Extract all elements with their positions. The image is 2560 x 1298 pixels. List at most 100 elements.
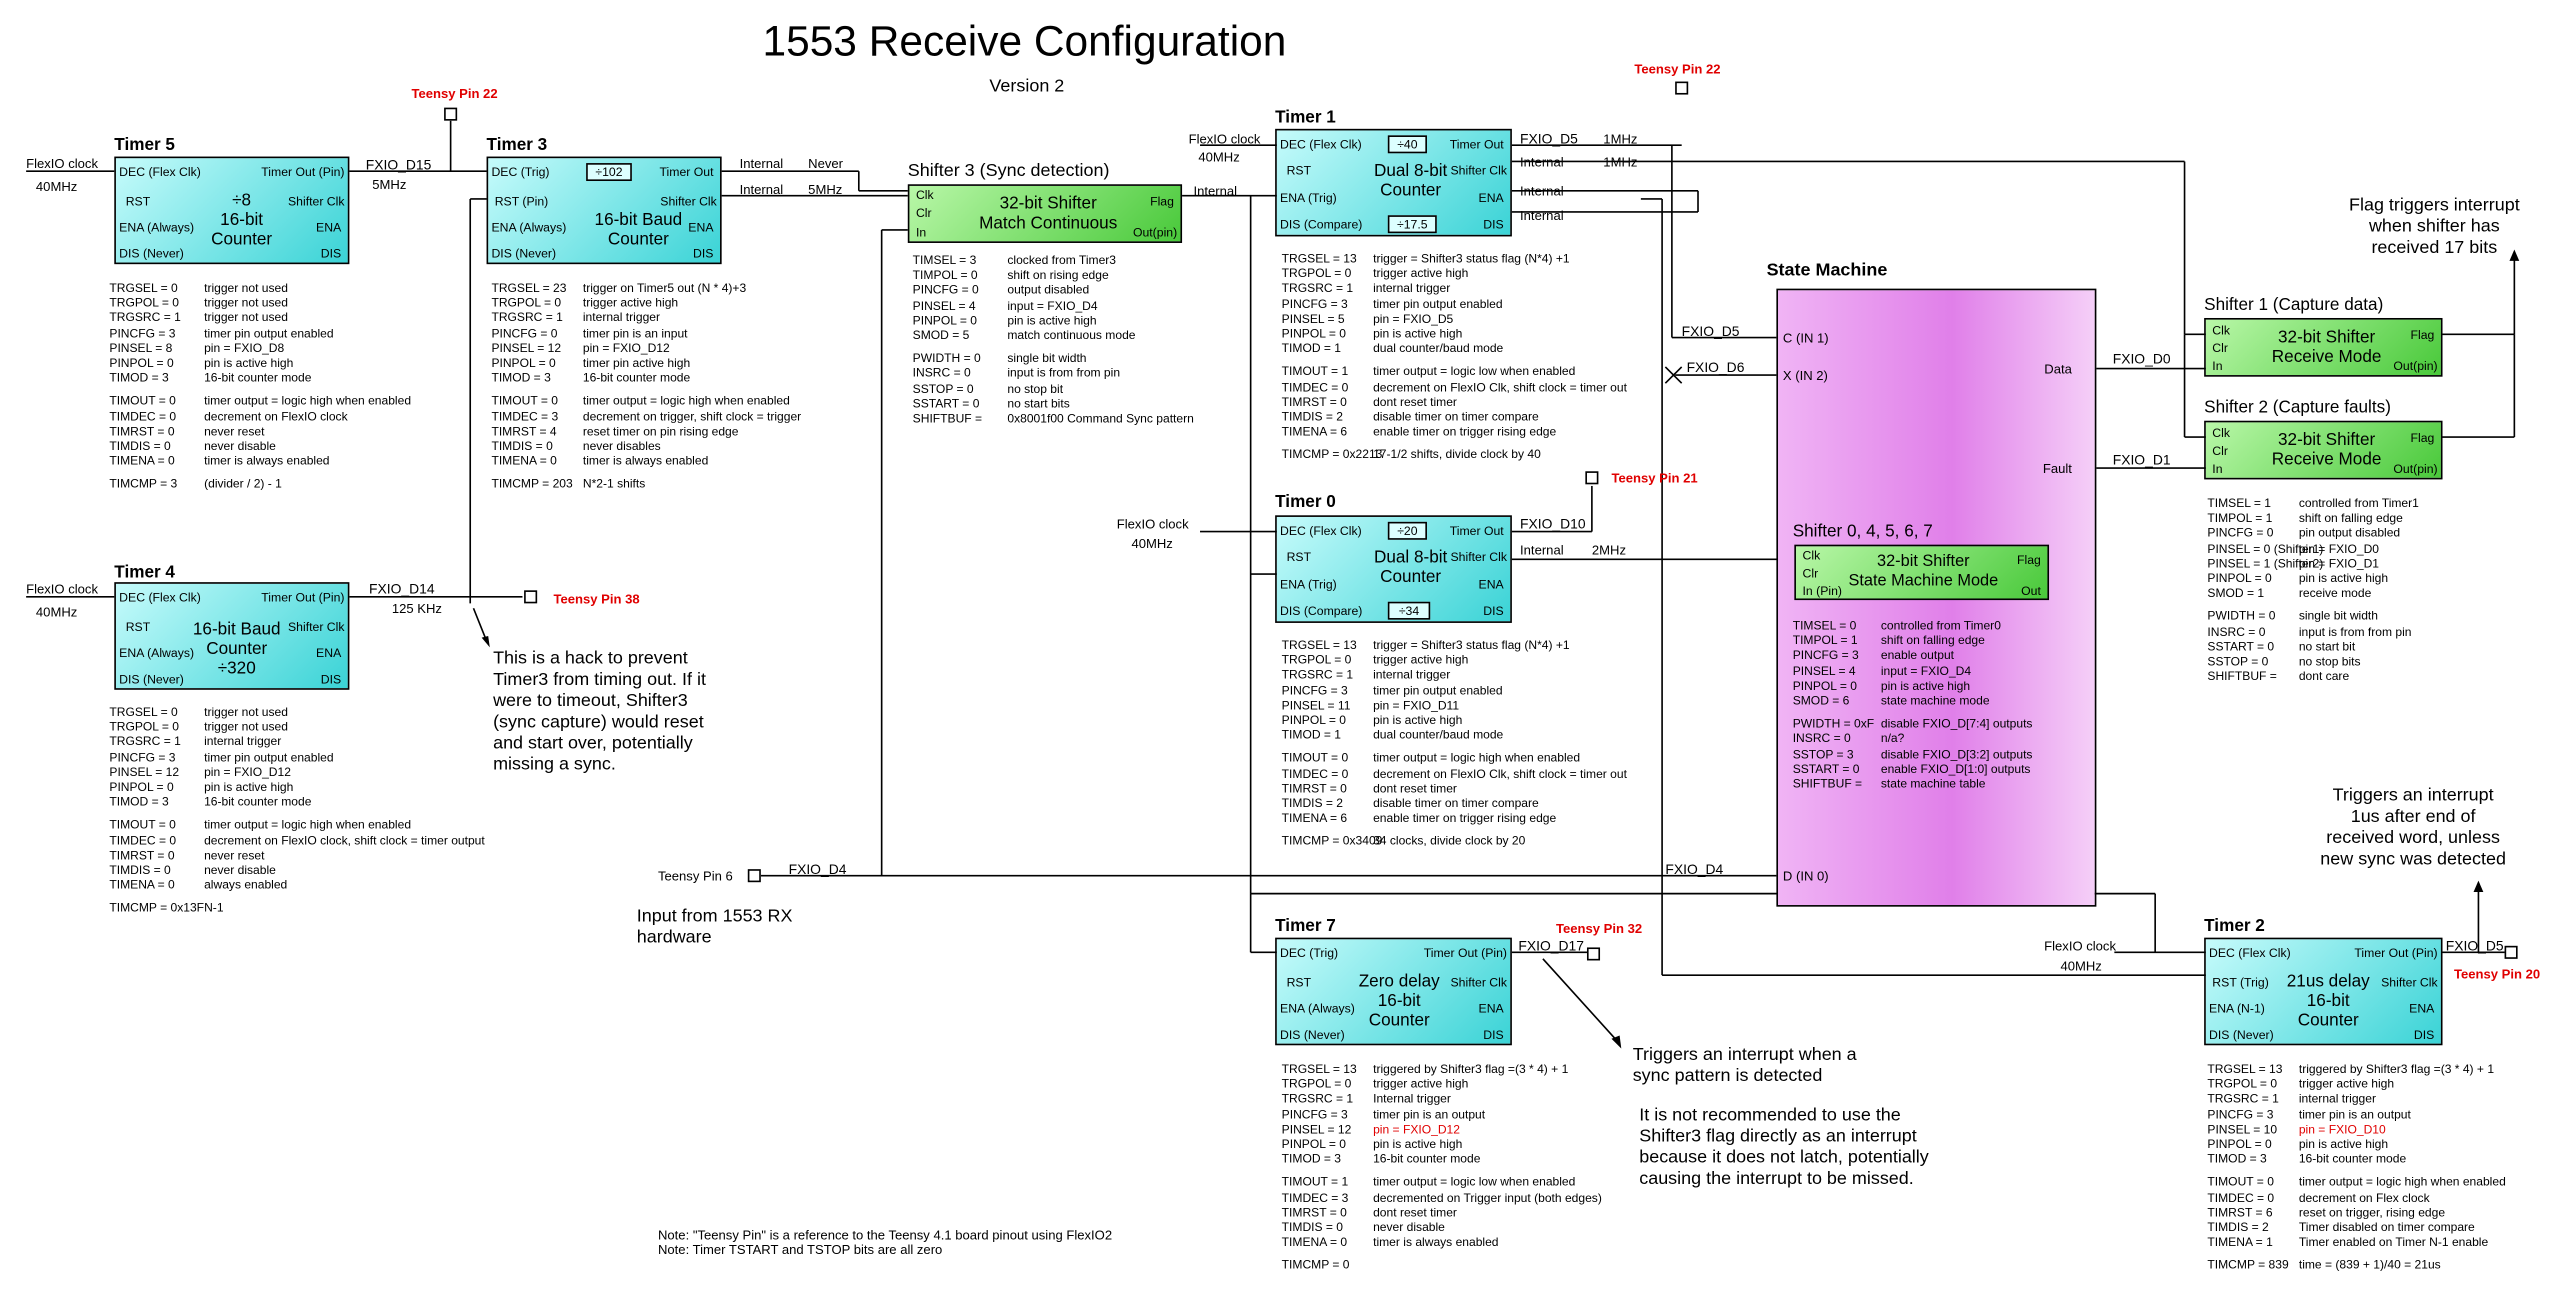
dis-pin-right: DIS — [1483, 603, 1504, 619]
register-key: PWIDTH = 0 — [912, 350, 981, 366]
register-key: TIMCMP = 0x13F — [109, 900, 205, 916]
center-line: Counter — [1380, 567, 1442, 588]
register-key: TIMENA = 0 — [109, 877, 175, 893]
register-desc: N-1 — [204, 900, 224, 916]
signal-label: FXIO_D14 — [368, 580, 435, 597]
register-key: PINSEL = 8 — [109, 340, 173, 356]
register-key: TIMCMP = 839 — [2207, 1257, 2289, 1273]
center-line: ÷8 — [232, 190, 252, 211]
dis-pin: DIS (Never) — [119, 671, 184, 687]
register-gap — [1282, 1250, 1602, 1258]
flexio-clock-label: FlexIO clock — [26, 582, 98, 597]
register-desc: triggered by Shifter3 flag =(3 * 4) + 1 — [1373, 1061, 1569, 1077]
rst-pin: RST (Trig) — [2212, 975, 2269, 990]
shifter-clk-pin: Shifter Clk — [1450, 549, 1507, 565]
register-desc: single bit width — [2298, 608, 2379, 624]
note-line: causing the interrupt to be missed. — [1639, 1169, 1914, 1189]
register-desc: disable timer on timer compare — [1373, 795, 1539, 811]
register-row: TRGSEL = 13 triggered by Shifter3 flag =(… — [1282, 1062, 1602, 1077]
register-desc: timer output = logic high when enabled — [2298, 1174, 2506, 1190]
register-desc: timer pin active high — [582, 355, 691, 371]
register-key: SHIFTBUF = — [1792, 776, 1863, 791]
dis-pin-right: DIS — [320, 246, 342, 261]
timer1-block: DEC (Flex Clk) ÷40 Timer Out RST Shifter… — [1275, 128, 1512, 237]
register-desc: 16-bit counter mode — [2298, 1151, 2407, 1167]
register-key: TIMDEC = 0 — [109, 408, 177, 424]
register-row: PINSEL = 1 (Shifter2)pin = FXIO_D1 — [2207, 556, 2418, 571]
register-key: TIMRST = 4 — [491, 423, 557, 439]
register-key: TIMRST = 0 — [109, 423, 175, 439]
clr-pin: Clr — [2212, 340, 2228, 356]
register-key: TRGSEL = 13 — [1281, 1061, 1357, 1077]
register-desc: pin output disabled — [2298, 525, 2401, 541]
register-desc: pin = FXIO_D12 — [582, 340, 670, 356]
register-gap — [2207, 1250, 2505, 1258]
register-key: TIMOUT = 1 — [1281, 1174, 1349, 1190]
register-desc: timer is always enabled — [1373, 1234, 1499, 1250]
teensy-pin-20-label: Teensy Pin 20 — [2453, 967, 2541, 982]
register-desc: trigger not used — [204, 704, 288, 720]
register-desc: pin is active high — [1373, 326, 1463, 341]
ena-pin-right: ENA — [1478, 190, 1504, 206]
register-key: TRGSRC = 1 — [1281, 667, 1354, 683]
register-desc: never disable — [1373, 1219, 1445, 1235]
register-desc: never disable — [204, 438, 276, 454]
center-line: Dual 8-bit — [1373, 547, 1448, 568]
register-desc: Internal trigger — [1373, 1091, 1451, 1107]
teensy-pin-22-label: Teensy Pin 22 — [411, 86, 498, 102]
dec-pin: DEC (Trig) — [1280, 945, 1339, 961]
dis-pin: DIS (Compare) — [1280, 216, 1363, 232]
dis-pin-right: DIS — [1483, 1027, 1504, 1043]
register-gap — [109, 386, 411, 394]
register-key: TIMDIS = 0 — [491, 438, 553, 454]
register-desc: dont reset timer — [1373, 780, 1457, 796]
freq-label: 125 KHz — [391, 601, 442, 617]
pin-pad — [1585, 471, 1599, 485]
shifter-clk-pin: Shifter Clk — [288, 194, 345, 209]
register-key: TRGPOL = 0 — [491, 295, 562, 311]
flag-interrupt-note: Flag triggers interrupt when shifter has… — [2346, 196, 2522, 260]
center-line: Counter — [1368, 1011, 1430, 1031]
shifter-clk-pin: Shifter Clk — [660, 194, 717, 209]
register-desc: input = FXIO_D4 — [1007, 297, 1098, 313]
register-desc: no stop bits — [2298, 653, 2361, 669]
register-key: TIMDEC = 3 — [1281, 1189, 1349, 1205]
register-desc: decrement on trigger, shift clock = trig… — [582, 408, 802, 424]
timer5-block: DEC (Flex Clk) Timer Out (Pin) RST Shift… — [114, 156, 350, 265]
timer2-header: Timer 2 — [2204, 916, 2265, 937]
signal-label: FXIO_D1 — [2112, 451, 2171, 469]
center-line: 16-bit — [2306, 991, 2350, 1012]
register-row: SHIFTBUF =dont care — [2207, 669, 2418, 684]
register-key: TIMENA = 6 — [1281, 424, 1348, 440]
fault-output: Fault — [2042, 461, 2072, 477]
register-desc: trigger = Shifter3 status flag (N*4) +1 — [1373, 637, 1570, 653]
freq-label: 1MHz — [1603, 154, 1638, 170]
center-line: Counter — [206, 639, 268, 659]
register-key: TIMRST = 0 — [1281, 394, 1347, 410]
register-desc: pin is active high — [1007, 312, 1097, 328]
register-desc: trigger not used — [204, 719, 288, 735]
register-key: TIMOD = 1 — [1281, 727, 1342, 743]
signal-label: FXIO_D5 — [1681, 322, 1740, 340]
register-gap — [2207, 601, 2418, 609]
